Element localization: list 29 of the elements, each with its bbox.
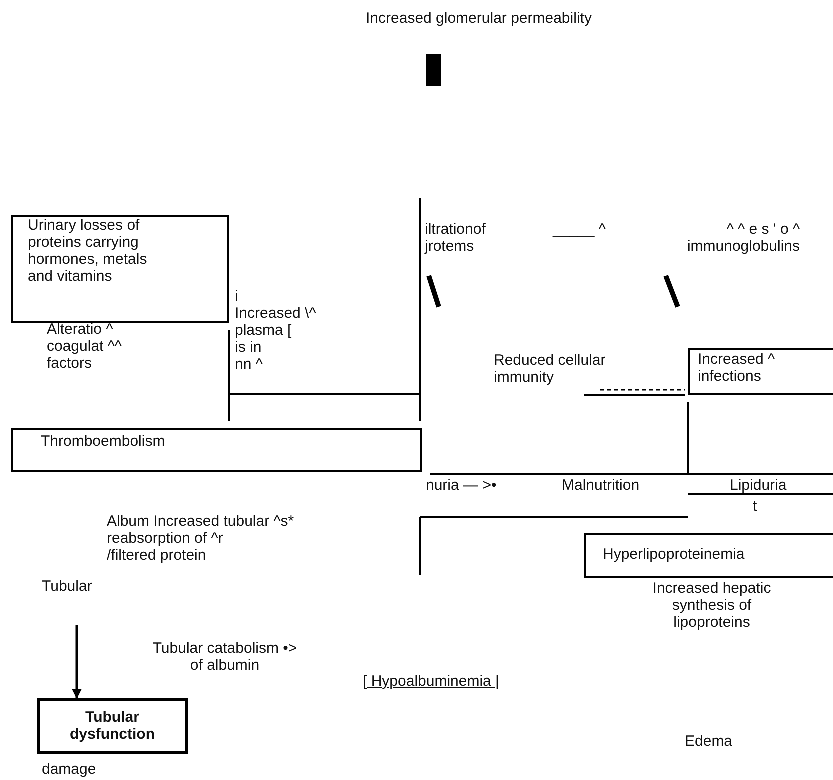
process-box (688, 348, 833, 395)
process-box (584, 533, 833, 578)
annotation-text: damage (42, 761, 96, 778)
annotation-text: Malnutrition (562, 477, 640, 494)
arrow (72, 625, 82, 699)
annotation-text: t (753, 498, 758, 515)
annotation-text: _____ ^ (553, 221, 606, 238)
box-label: Tubular dysfunction (69, 709, 156, 743)
process-box (11, 428, 422, 472)
annotation-text: Album Increased tubular ^s* reabsorption of ^r /filtered protein (107, 513, 294, 564)
box-label: Thromboembolism (41, 433, 166, 450)
annotation-text: Tubular (42, 578, 92, 595)
annotation-text: iltrationof jrotems (425, 221, 486, 255)
box-label: Increased ^ infections (698, 351, 776, 385)
box-label: Urinary losses of proteins carrying hormones, metals and vitamins (28, 217, 148, 285)
box-label: Hyperlipoproteinemia (603, 546, 745, 563)
process-box (11, 215, 229, 323)
annotation-text: Increased hepatic synthesis of lipoproteins (652, 580, 772, 631)
annotation-text: i Increased \^ plasma [ is in nn ^ (235, 288, 316, 373)
annotation-text: nuria — >• (426, 477, 497, 494)
annotation-text: [ Hypoalbuminemia | (363, 673, 500, 690)
annotation-text: Lipiduria (730, 477, 787, 494)
annotation-text: Reduced cellular immunity (494, 352, 606, 386)
title-text: Increased glomerular permeability (366, 10, 592, 27)
annotation-text: ^ ^ e s ' o ^ immunoglobulins (686, 221, 800, 255)
annotation-text: Alteratio ^ coagulat ^^ factors (47, 321, 122, 372)
annotation-text: Edema (685, 733, 733, 750)
annotation-text: Tubular catabolism •> of albumin (152, 640, 298, 674)
process-box (37, 698, 188, 754)
